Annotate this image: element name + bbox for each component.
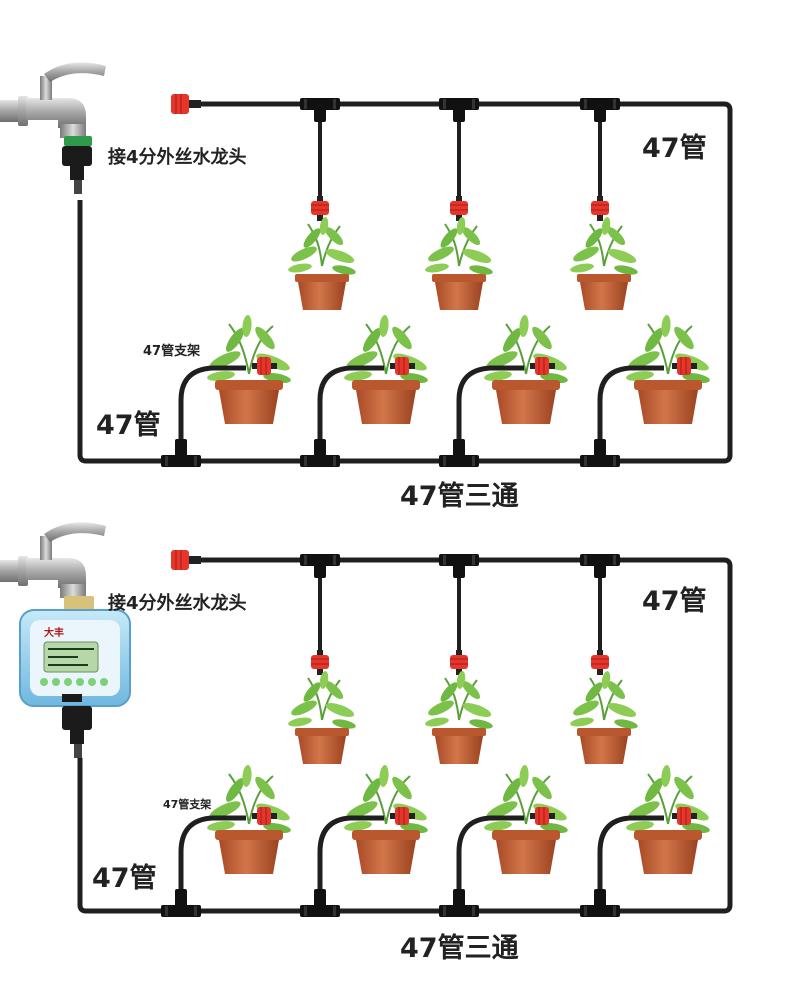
diagram-top: 接4分外丝水龙头 47管: [0, 62, 733, 512]
pipe-label-left: 47管: [96, 410, 161, 441]
main-pipe-top: [77, 101, 733, 464]
timer-brand: 大丰: [44, 626, 64, 639]
tee-connector-icon: [300, 554, 340, 578]
pipe-label-right: 47管: [642, 133, 707, 164]
diagram-bottom: 大丰 接4分外丝水龙头: [0, 522, 733, 964]
tee-connector-icon: [439, 439, 479, 467]
dripper-icon: [591, 196, 609, 221]
faucet-label: 接4分外丝水龙头: [108, 146, 247, 168]
potted-plant-icon: [568, 669, 640, 765]
tee-label: 47管三通: [400, 933, 519, 964]
faucet-icon: [0, 522, 106, 598]
stake-label: 47管支架: [163, 797, 211, 811]
tee-connector-icon: [439, 98, 479, 122]
tee-connector-icon: [580, 439, 620, 467]
potted-plant-icon: [286, 215, 358, 311]
pipe-label-left: 47管: [92, 863, 157, 894]
tee-connector-icon: [439, 889, 479, 917]
faucet-icon: [0, 62, 106, 138]
support-stake-icon: [178, 815, 664, 890]
faucet-label: 接4分外丝水龙头: [108, 592, 247, 614]
dripper-icon: [311, 650, 329, 675]
tee-connector-icon: [161, 439, 201, 467]
tee-connector-icon: [161, 889, 201, 917]
pipe-label-right: 47管: [642, 586, 707, 617]
tee-label: 47管三通: [400, 481, 519, 512]
potted-plant-icon: [568, 215, 640, 311]
tee-connector-icon: [300, 439, 340, 467]
support-stake-icon: [178, 365, 664, 440]
potted-plant-icon: [423, 215, 495, 311]
drop-lines-bottom: [318, 578, 602, 652]
potted-plant-icon: [286, 669, 358, 765]
tee-connector-icon: [300, 889, 340, 917]
dripper-icon: [311, 196, 329, 221]
end-plug-icon: [171, 94, 201, 114]
potted-plant-icon: [423, 669, 495, 765]
tee-connector-icon: [580, 889, 620, 917]
dripper-icon: [450, 196, 468, 221]
dripper-icon: [591, 650, 609, 675]
drop-lines-top: [318, 122, 602, 198]
main-pipe-bottom: [77, 557, 733, 914]
tee-connector-icon: [439, 554, 479, 578]
end-plug-icon: [171, 550, 201, 570]
tee-connector-icon: [580, 98, 620, 122]
tee-connector-icon: [300, 98, 340, 122]
tee-connector-icon: [580, 554, 620, 578]
faucet-adapter: [62, 136, 92, 194]
dripper-icon: [450, 650, 468, 675]
stake-label: 47管支架: [143, 343, 200, 359]
timer-outlet-adapter: [62, 706, 92, 758]
